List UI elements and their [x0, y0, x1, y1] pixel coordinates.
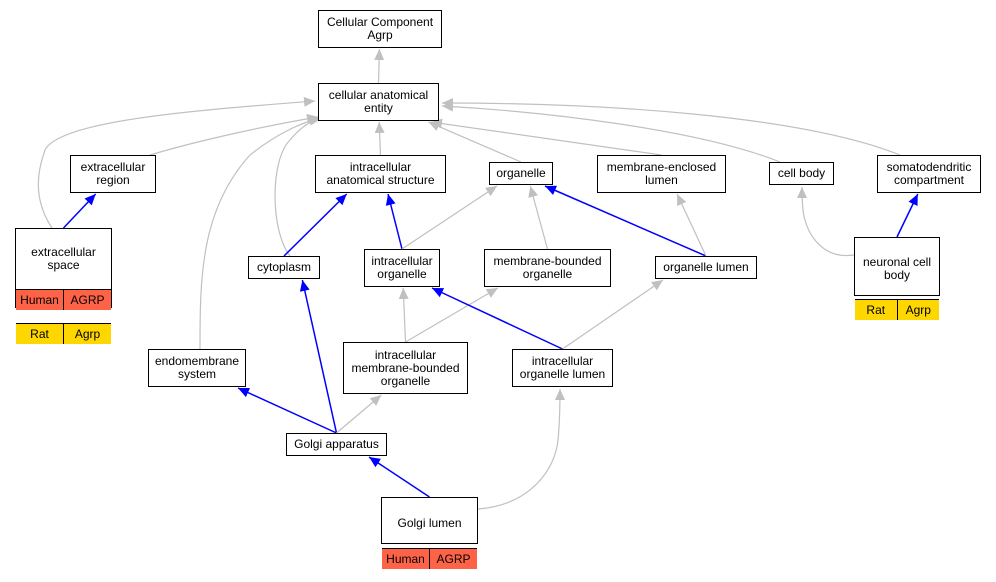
species-cell: Rat — [855, 300, 897, 320]
annotation-row: Human AGRP — [382, 548, 477, 569]
node-golgi-apparatus[interactable]: Golgi apparatus — [286, 433, 387, 456]
node-organelle[interactable]: organelle — [489, 162, 553, 185]
annotation-row: Human AGRP — [16, 289, 111, 310]
node-neuronal-cell-body[interactable]: neuronal cell body Rat Agrp — [854, 237, 940, 320]
edge-is-a — [374, 48, 385, 84]
edge-is-a — [405, 287, 499, 343]
node-intracellular-organelle-lumen[interactable]: intracellular organelle lumen — [512, 349, 613, 387]
edge-part-of — [431, 287, 563, 350]
edge-is-a — [336, 394, 382, 434]
annotation-row: Rat Agrp — [855, 299, 939, 320]
gene-cell: AGRP — [429, 549, 477, 569]
edge-is-a — [528, 185, 549, 250]
edge-is-a — [797, 186, 855, 257]
edge-is-a — [430, 118, 662, 156]
node-label: extracellular space — [31, 245, 96, 272]
edge-is-a — [441, 98, 901, 156]
edge-is-a — [441, 101, 781, 163]
edge-part-of — [385, 193, 403, 250]
edge-layer — [37, 48, 919, 510]
edge-is-a — [676, 193, 707, 257]
node-extracellular-space[interactable]: extracellular space Human AGRP Rat Agrp — [15, 228, 112, 344]
node-cytoplasm[interactable]: cytoplasm — [248, 256, 320, 279]
edge-is-a — [199, 115, 321, 350]
edge-is-a — [37, 96, 316, 229]
species-cell: Human — [382, 549, 429, 569]
go-graph: Cellular Component Agrp cellular anatomi… — [15, 10, 981, 569]
node-intracellular-membrane-bounded-organelle[interactable]: intracellular membrane-bounded organelle — [343, 342, 468, 394]
species-cell: Rat — [16, 324, 63, 344]
gene-cell: AGRP — [63, 290, 111, 310]
annotation-row: Rat Agrp — [16, 323, 111, 344]
edge-is-a — [149, 113, 319, 156]
edge-is-a — [428, 121, 522, 163]
node-intracellular-anatomical-structure[interactable]: intracellular anatomical structure — [315, 155, 446, 193]
edge-is-a — [401, 185, 498, 250]
node-intracellular-organelle[interactable]: intracellular organelle — [364, 249, 440, 287]
node-cell-body[interactable]: cell body — [769, 162, 834, 185]
gene-cell: Agrp — [896, 300, 939, 320]
gene-cell: Agrp — [63, 324, 111, 344]
node-membrane-bounded-organelle[interactable]: membrane-bounded organelle — [484, 249, 611, 287]
edge-part-of — [544, 185, 707, 257]
node-somatodendritic-compartment[interactable]: somatodendritic compartment — [877, 155, 981, 193]
edge-part-of — [299, 279, 338, 434]
edge-part-of — [62, 193, 97, 229]
node-cellular-component-root[interactable]: Cellular Component Agrp — [318, 10, 442, 48]
node-organelle-lumen[interactable]: organelle lumen — [655, 256, 757, 279]
edge-is-a — [477, 388, 565, 510]
node-golgi-lumen[interactable]: Golgi lumen Human AGRP — [381, 497, 478, 569]
edge-part-of — [283, 193, 348, 257]
edge-is-a — [398, 287, 409, 343]
edge-part-of — [368, 456, 430, 498]
node-label: Golgi lumen — [397, 515, 462, 530]
edge-is-a — [374, 121, 385, 156]
node-cellular-anatomical-entity[interactable]: cellular anatomical entity — [318, 83, 439, 121]
edge-part-of — [237, 387, 337, 434]
node-membrane-enclosed-lumen[interactable]: membrane-enclosed lumen — [597, 155, 726, 193]
edge-part-of — [896, 193, 919, 238]
node-endomembrane-system[interactable]: endomembrane system — [148, 349, 246, 387]
species-cell: Human — [16, 290, 63, 310]
node-label: neuronal cell body — [862, 254, 932, 282]
edge-is-a — [562, 279, 664, 350]
node-extracellular-region[interactable]: extracellular region — [70, 155, 156, 193]
